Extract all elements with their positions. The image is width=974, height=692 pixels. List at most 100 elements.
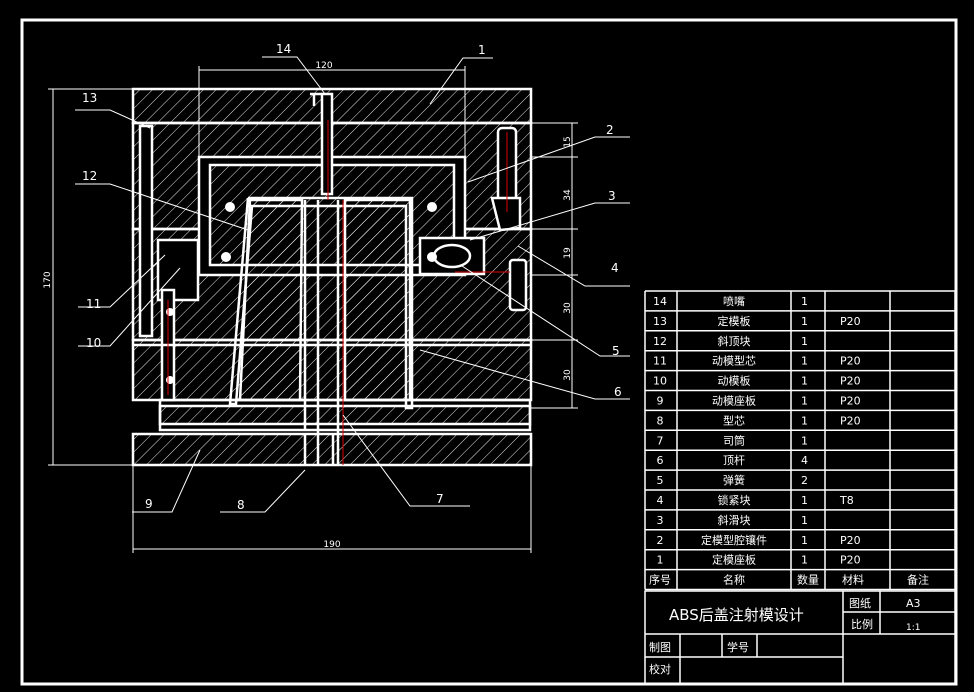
row-qty: 2 bbox=[801, 474, 808, 487]
student-id-label: 学号 bbox=[727, 640, 749, 654]
row-material: P20 bbox=[840, 355, 861, 368]
leader-lines bbox=[75, 56, 630, 513]
row-number: 7 bbox=[657, 434, 664, 447]
row-name: 司筒 bbox=[723, 433, 745, 447]
row-name: 顶杆 bbox=[723, 453, 745, 467]
row-qty: 1 bbox=[801, 534, 808, 547]
drawing-size-label: 图纸 bbox=[849, 597, 871, 610]
row-material: T8 bbox=[839, 494, 854, 507]
dim-width-bottom: 190 bbox=[323, 540, 340, 550]
balloon-6: 6 bbox=[614, 385, 622, 399]
balloon-13: 13 bbox=[82, 91, 97, 105]
title-block bbox=[644, 590, 956, 685]
balloon-10: 10 bbox=[86, 336, 101, 350]
balloon-3: 3 bbox=[608, 189, 616, 203]
row-qty: 1 bbox=[801, 295, 808, 308]
row-qty: 1 bbox=[801, 355, 808, 368]
row-name: 弹簧 bbox=[723, 473, 745, 487]
row-name: 动模型芯 bbox=[712, 354, 756, 368]
row-material: P20 bbox=[840, 414, 861, 427]
dim-right-5: 30 bbox=[563, 369, 573, 381]
row-name: 锁紧块 bbox=[718, 493, 751, 507]
spring bbox=[432, 243, 472, 269]
row-name: 定模型腔镶件 bbox=[701, 533, 767, 547]
product-outline bbox=[228, 196, 414, 410]
row-material: P20 bbox=[840, 395, 861, 408]
row-qty: 1 bbox=[801, 315, 808, 328]
row-number: 3 bbox=[657, 514, 664, 527]
row-number: 8 bbox=[657, 414, 664, 427]
header-note: 备注 bbox=[907, 573, 929, 587]
row-qty: 1 bbox=[801, 514, 808, 527]
row-number: 2 bbox=[657, 534, 664, 547]
balloon-8: 8 bbox=[237, 498, 245, 512]
sprue bbox=[320, 92, 334, 196]
left-guide bbox=[138, 124, 154, 338]
row-number: 13 bbox=[653, 315, 667, 328]
row-number: 4 bbox=[657, 494, 664, 507]
row-name: 喷嘴 bbox=[723, 295, 745, 308]
header-no: 序号 bbox=[649, 573, 671, 587]
dim-right-3: 19 bbox=[563, 247, 573, 259]
row-number: 5 bbox=[657, 474, 664, 487]
header-qty: 数量 bbox=[797, 574, 819, 587]
drawing-size-value: A3 bbox=[906, 597, 921, 610]
row-name: 动模板 bbox=[718, 374, 751, 388]
balloon-14: 14 bbox=[276, 42, 291, 56]
row-name: 斜滑块 bbox=[718, 514, 751, 527]
drawing-title: ABS后盖注射模设计 bbox=[669, 606, 804, 624]
lock-block bbox=[490, 196, 522, 232]
row-name: 动模座板 bbox=[712, 394, 756, 408]
row-qty: 1 bbox=[801, 395, 808, 408]
balloon-7: 7 bbox=[436, 492, 444, 506]
row-material: P20 bbox=[840, 375, 861, 388]
balloon-11: 11 bbox=[86, 297, 101, 311]
header-material: 材料 bbox=[842, 573, 864, 587]
row-number: 14 bbox=[653, 295, 667, 308]
scale-label: 比例 bbox=[851, 617, 873, 631]
dimension-lines bbox=[48, 66, 578, 553]
header-name: 名称 bbox=[723, 573, 745, 587]
row-material: P20 bbox=[840, 534, 861, 547]
row-qty: 1 bbox=[801, 375, 808, 388]
row-number: 12 bbox=[653, 335, 667, 348]
balloon-2: 2 bbox=[606, 123, 614, 137]
dim-right-2: 34 bbox=[563, 189, 573, 201]
row-qty: 4 bbox=[801, 454, 808, 467]
dim-right-1: 15 bbox=[563, 136, 573, 147]
row-number: 9 bbox=[657, 395, 664, 408]
row-material: P20 bbox=[840, 554, 861, 567]
drawing-frame bbox=[20, 18, 958, 686]
row-number: 11 bbox=[653, 355, 667, 368]
drafted-label: 制图 bbox=[649, 641, 671, 654]
row-number: 1 bbox=[657, 554, 664, 567]
row-qty: 1 bbox=[801, 554, 808, 567]
row-name: 定模座板 bbox=[712, 553, 756, 567]
core-right bbox=[343, 198, 412, 402]
scale-value: 1:1 bbox=[906, 623, 920, 633]
dim-height-left: 170 bbox=[43, 271, 53, 288]
row-qty: 1 bbox=[801, 434, 808, 447]
mold-section bbox=[131, 87, 533, 467]
row-name: 型芯 bbox=[723, 413, 745, 427]
dim-right-4: 30 bbox=[563, 302, 573, 314]
balloon-12: 12 bbox=[82, 169, 97, 183]
balloon-1: 1 bbox=[478, 43, 486, 57]
core bbox=[238, 198, 304, 402]
ejector-retainer bbox=[158, 404, 532, 426]
slider-bolt bbox=[508, 258, 528, 312]
center-lines bbox=[167, 120, 510, 465]
row-number: 6 bbox=[657, 454, 664, 467]
dim-width-top: 120 bbox=[315, 61, 332, 71]
row-number: 10 bbox=[653, 375, 667, 388]
row-material: P20 bbox=[840, 315, 861, 328]
support-plate bbox=[131, 338, 533, 402]
row-qty: 1 bbox=[801, 335, 808, 348]
balloon-9: 9 bbox=[145, 497, 153, 511]
row-name: 斜顶块 bbox=[718, 335, 751, 348]
checked-label: 校对 bbox=[649, 662, 671, 676]
balloon-5: 5 bbox=[612, 344, 620, 358]
row-qty: 1 bbox=[801, 494, 808, 507]
